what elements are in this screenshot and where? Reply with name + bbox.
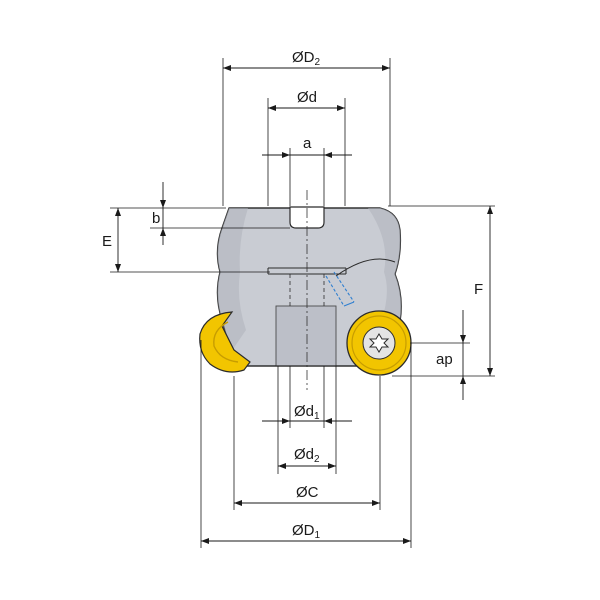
label-D2: ØD2 (292, 49, 321, 68)
dimension-lines (115, 65, 493, 544)
label-E: E (102, 233, 112, 250)
body-shade-right (368, 208, 402, 336)
torx-socket (368, 333, 390, 353)
label-d: Ød (297, 89, 317, 106)
insert-left (199, 311, 251, 373)
insert-left-edge (213, 321, 239, 363)
insert-left-shape (199, 311, 251, 373)
label-C: ØC (296, 484, 319, 501)
dimension-labels: ØD2 Ød a b E F ap Ød1 Ød2 ØC ØD1 (102, 49, 483, 541)
label-F: F (474, 281, 483, 298)
label-D1: ØD1 (292, 522, 321, 541)
label-ap: ap (436, 351, 453, 368)
label-d1: Ød1 (294, 403, 320, 422)
label-d2: Ød2 (294, 446, 320, 465)
insert-right-rim (351, 315, 407, 371)
coolant-channel (325, 271, 355, 307)
chip-pocket-curve (335, 258, 396, 277)
label-b: b (152, 210, 160, 227)
extension-lines (110, 58, 495, 548)
label-a: a (303, 135, 312, 152)
center-bore (267, 267, 347, 367)
insert-right (346, 310, 412, 376)
